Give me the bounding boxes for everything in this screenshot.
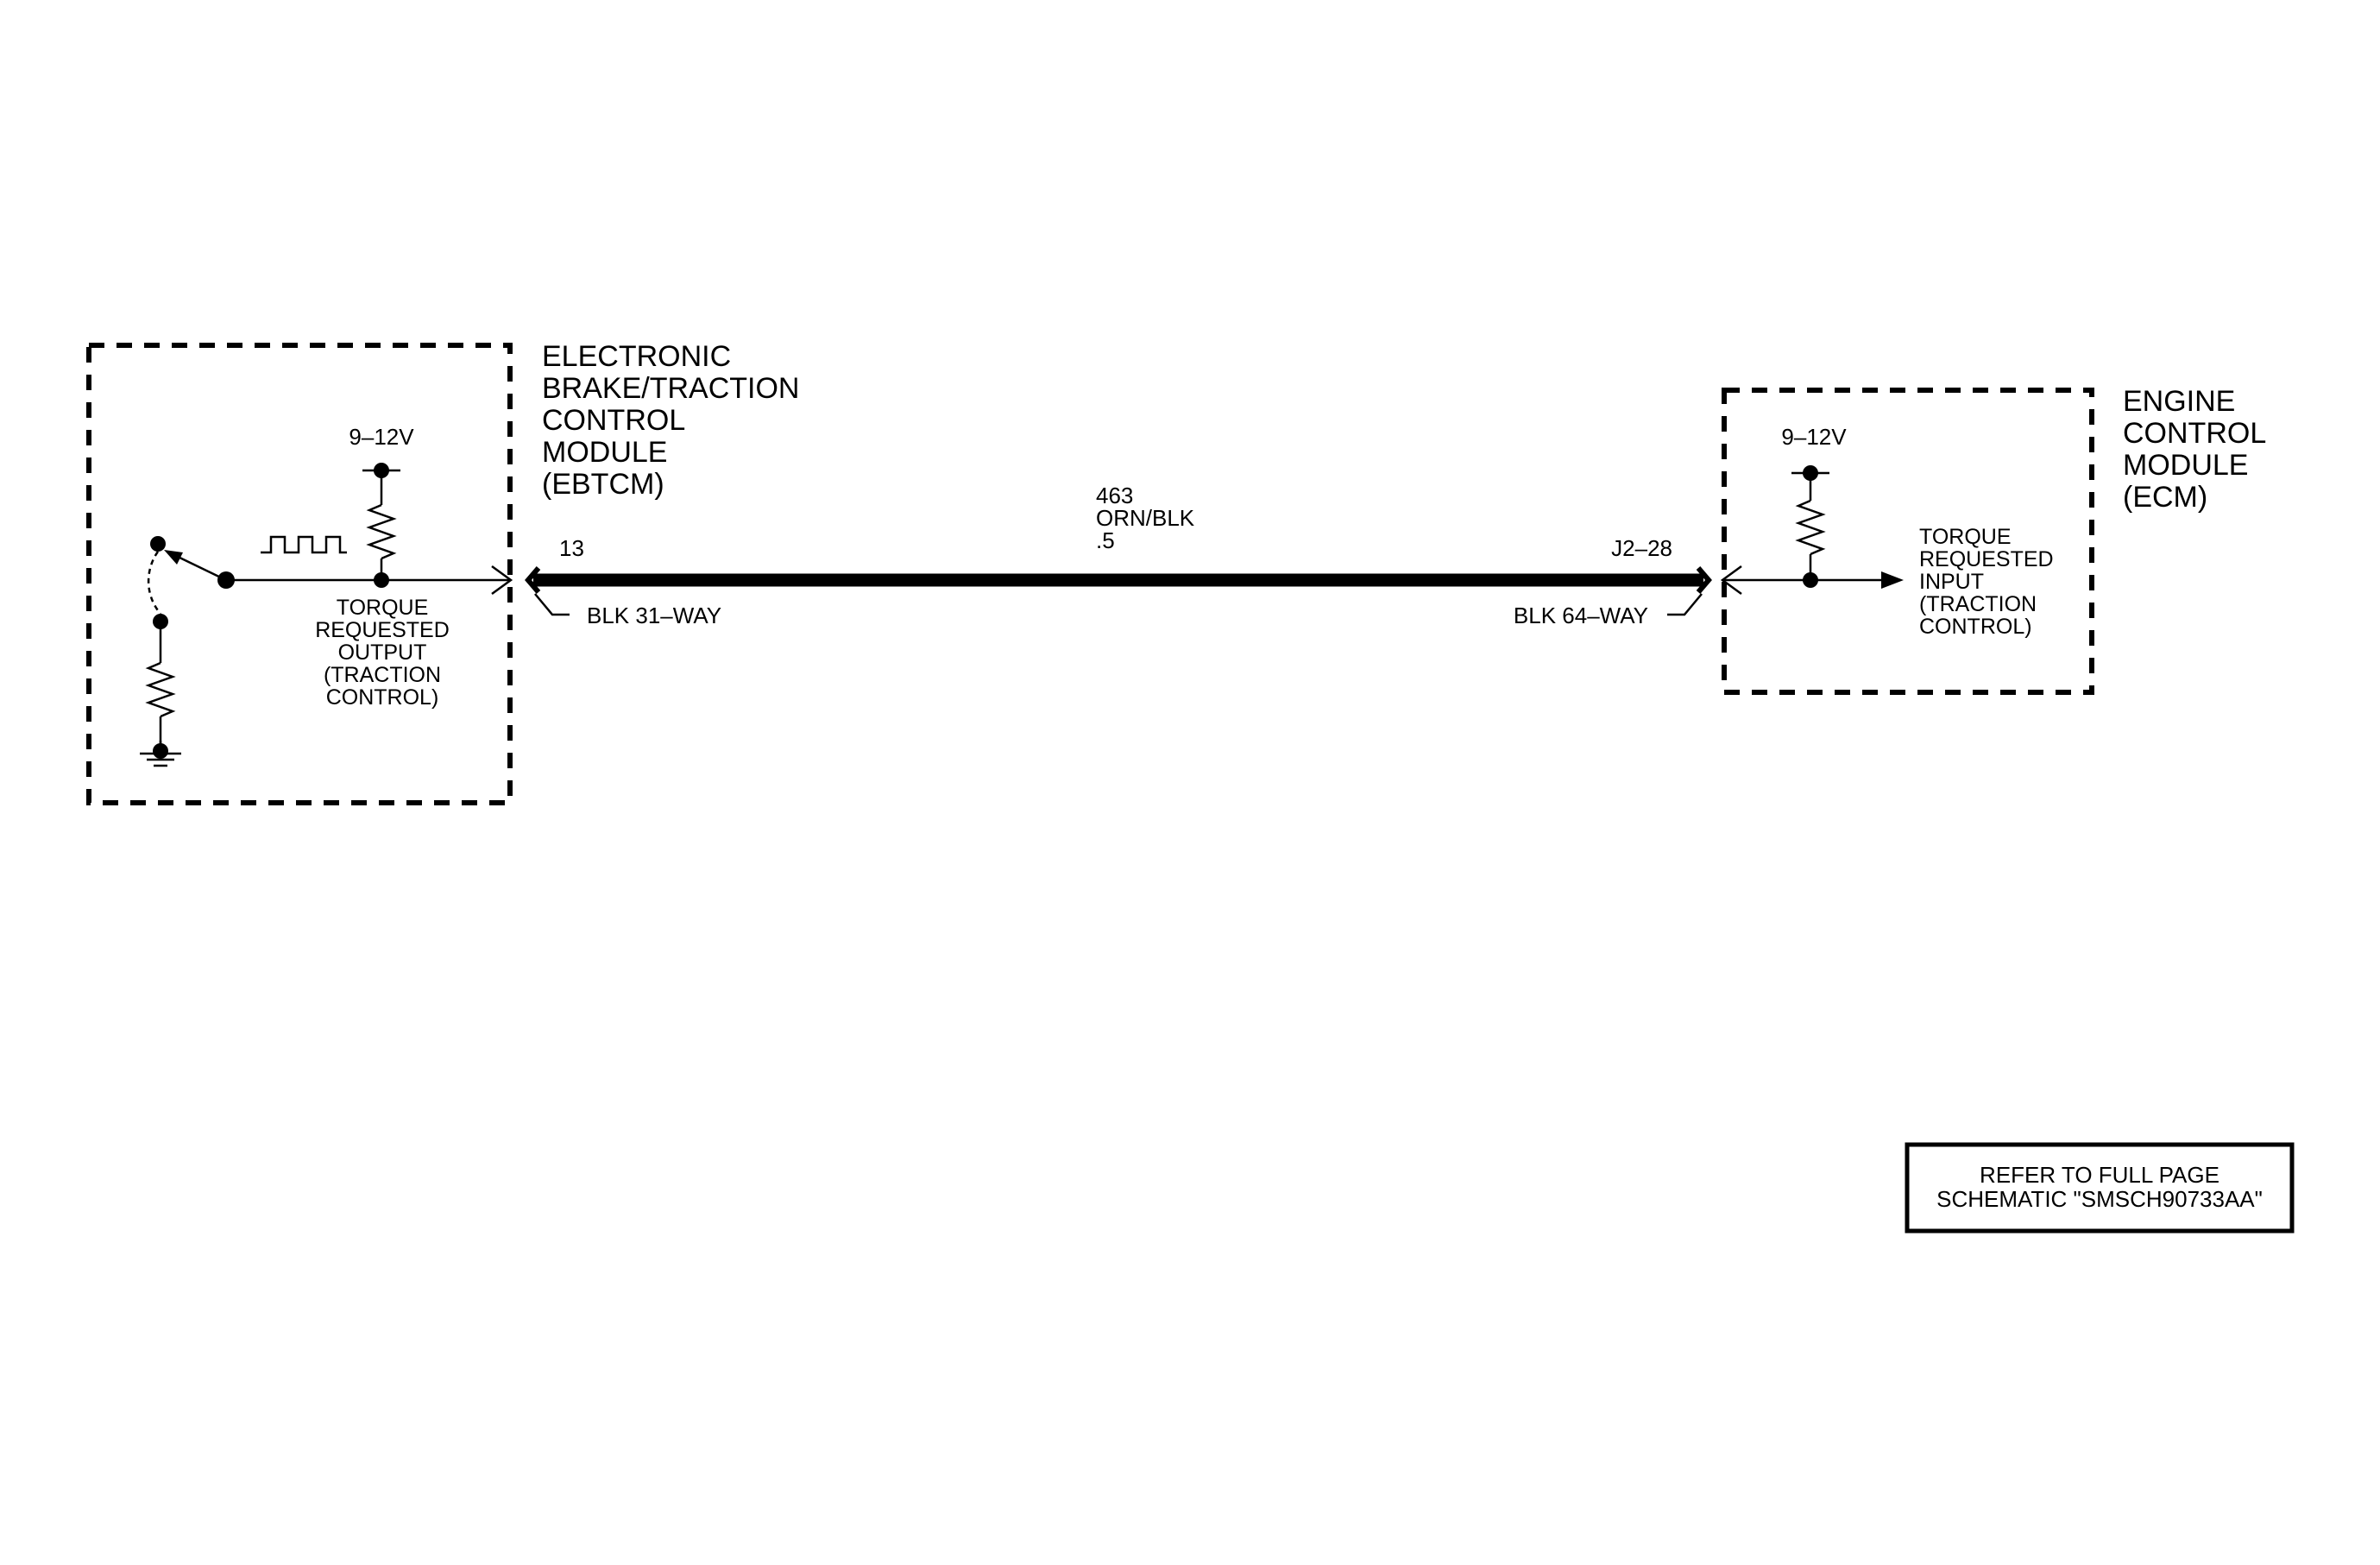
ecm-signal-arrow-icon xyxy=(1881,571,1904,589)
ebtcm-connector-cavity-icon xyxy=(525,566,541,594)
ebtcm-title: ELECTRONIC BRAKE/TRACTION CONTROL MODULE… xyxy=(542,340,799,501)
ebtcm-dashed-boundary xyxy=(86,343,513,805)
switch-contact-node xyxy=(150,536,166,552)
resistor-node xyxy=(153,614,168,629)
ecm-connector-label: BLK 64–WAY xyxy=(1514,603,1648,628)
ecm-connector-cavity-icon xyxy=(1696,566,1712,594)
svg-text:MODULE: MODULE xyxy=(2123,449,2248,482)
svg-text:REQUESTED: REQUESTED xyxy=(315,618,450,642)
svg-text:MODULE: MODULE xyxy=(542,436,667,469)
ebtcm-module: 9–12V TORQUE REQUESTED OUTPUT (TRACTION … xyxy=(86,340,799,805)
reference-note-line-2: SCHEMATIC "SMSCH90733AA" xyxy=(1936,1186,2263,1212)
ecm-pin-number: J2–28 xyxy=(1611,535,1672,561)
reference-note-box: REFER TO FULL PAGE SCHEMATIC "SMSCH90733… xyxy=(1905,1142,2295,1234)
ebtcm-pin-number: 13 xyxy=(559,535,584,561)
wire-circuit-number: 463 xyxy=(1096,483,1133,508)
ebtcm-connector-arrow-icon xyxy=(491,565,513,596)
svg-text:REQUESTED: REQUESTED xyxy=(1919,547,2054,571)
svg-text:CONTROL: CONTROL xyxy=(2123,417,2266,450)
svg-text:ENGINE: ENGINE xyxy=(2123,385,2235,418)
ecm-pullup-resistor-icon xyxy=(1795,499,1826,556)
ebtcm-pullup-resistor-icon xyxy=(366,503,397,560)
reference-note-line-1: REFER TO FULL PAGE xyxy=(1980,1162,2219,1188)
svg-text:OUTPUT: OUTPUT xyxy=(338,641,427,665)
ecm-supply-voltage: 9–12V xyxy=(1781,424,1847,450)
svg-text:CONTROL): CONTROL) xyxy=(326,685,439,710)
svg-text:(ECM): (ECM) xyxy=(2123,481,2207,514)
switch-dashed-link xyxy=(147,551,161,615)
wire-color: ORN/BLK xyxy=(1096,505,1195,531)
ebtcm-signal-label: TORQUE REQUESTED OUTPUT (TRACTION CONTRO… xyxy=(315,596,450,710)
switch-arrow-icon xyxy=(164,550,183,565)
ebtcm-output-node xyxy=(374,572,389,588)
wire-spec-label: 463 ORN/BLK .5 xyxy=(1096,483,1195,553)
harness: 13 J2–28 463 ORN/BLK .5 BLK 31–WAY BLK 6… xyxy=(525,483,1712,628)
svg-text:CONTROL: CONTROL xyxy=(542,404,685,437)
ecm-dashed-boundary xyxy=(1722,388,2094,695)
svg-text:(TRACTION: (TRACTION xyxy=(324,663,441,687)
reference-note-border xyxy=(1905,1142,2295,1234)
svg-text:TORQUE: TORQUE xyxy=(1919,525,2012,549)
svg-text:TORQUE: TORQUE xyxy=(337,596,429,620)
ecm-title: ENGINE CONTROL MODULE (ECM) xyxy=(2123,385,2266,514)
svg-text:(TRACTION: (TRACTION xyxy=(1919,592,2037,616)
svg-text:ELECTRONIC: ELECTRONIC xyxy=(542,340,731,373)
ecm-module: 9–12V TORQUE REQUESTED INPUT (TRACTION C… xyxy=(1720,385,2266,695)
svg-text:BRAKE/TRACTION: BRAKE/TRACTION xyxy=(542,372,799,405)
wire-gauge: .5 xyxy=(1096,527,1115,553)
ebtcm-connector-label: BLK 31–WAY xyxy=(587,603,721,628)
pwm-square-wave-icon xyxy=(261,535,347,554)
svg-text:(EBTCM): (EBTCM) xyxy=(542,468,664,501)
svg-text:INPUT: INPUT xyxy=(1919,570,1984,594)
svg-text:CONTROL): CONTROL) xyxy=(1919,615,2032,639)
ecm-signal-label: TORQUE REQUESTED INPUT (TRACTION CONTROL… xyxy=(1919,525,2054,639)
pulldown-resistor-icon xyxy=(145,661,176,718)
ebtcm-supply-voltage: 9–12V xyxy=(349,424,414,450)
